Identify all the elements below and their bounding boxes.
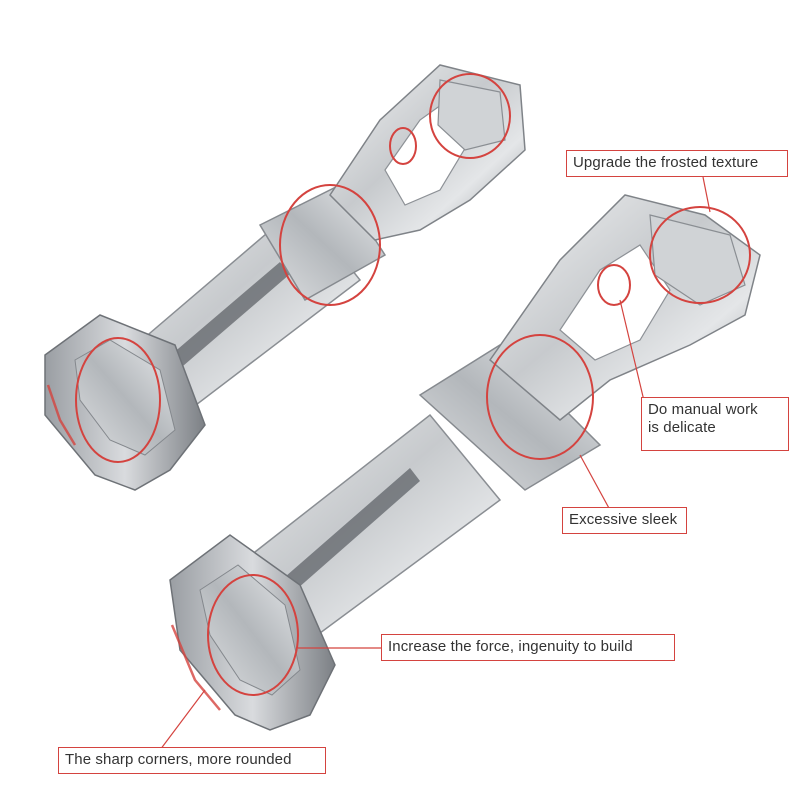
callout-force-text: Increase the force, ingenuity to build bbox=[388, 638, 633, 655]
left-clasp bbox=[44, 64, 526, 491]
right-clasp-head-plate bbox=[649, 214, 746, 306]
callout-manual-line2: is delicate bbox=[648, 419, 716, 436]
highlight-markers bbox=[75, 73, 751, 696]
callout-sleek-text: Excessive sleek bbox=[569, 511, 678, 528]
leader-lines bbox=[159, 176, 711, 751]
right-clasp-head-window bbox=[559, 244, 671, 361]
callout-manual-line1: Do manual work bbox=[648, 401, 758, 418]
callout-frosted-text: Upgrade the frosted texture bbox=[573, 154, 759, 171]
right-clasp bbox=[169, 194, 761, 731]
highlight-right-head-plate bbox=[649, 206, 751, 304]
highlight-right-buckle bbox=[207, 574, 299, 696]
left-clasp-buckle-inner bbox=[74, 339, 176, 456]
callout-corners-text: The sharp corners, more rounded bbox=[65, 751, 292, 768]
leader-frosted bbox=[702, 176, 711, 213]
callout-manual-work: Do manual work is delicate bbox=[641, 397, 789, 451]
highlight-left-crossbar bbox=[279, 184, 381, 306]
callout-frosted-texture: Upgrade the frosted texture bbox=[566, 150, 788, 177]
highlight-right-crossbar bbox=[486, 334, 594, 460]
left-clasp-head-plate bbox=[437, 79, 506, 151]
right-clasp-buckle-inner bbox=[199, 564, 301, 696]
callout-rounded-corners: The sharp corners, more rounded bbox=[58, 747, 326, 774]
highlight-right-small-hole bbox=[597, 264, 631, 306]
highlight-left-head-plate bbox=[429, 73, 511, 159]
callout-increase-force: Increase the force, ingenuity to build bbox=[381, 634, 675, 661]
leader-manual bbox=[619, 299, 646, 406]
leader-sleek bbox=[579, 454, 611, 511]
leader-corners bbox=[159, 689, 206, 751]
right-clasp-slot bbox=[270, 468, 420, 603]
callout-excessive-sleek: Excessive sleek bbox=[562, 507, 687, 534]
left-clasp-buckle-edge bbox=[46, 384, 77, 446]
highlight-left-buckle bbox=[75, 337, 161, 463]
right-clasp-buckle-edge bbox=[170, 624, 221, 711]
highlight-left-small-hole bbox=[389, 127, 417, 165]
right-clasp-crossbar bbox=[418, 344, 602, 491]
left-clasp-slot bbox=[165, 262, 290, 372]
